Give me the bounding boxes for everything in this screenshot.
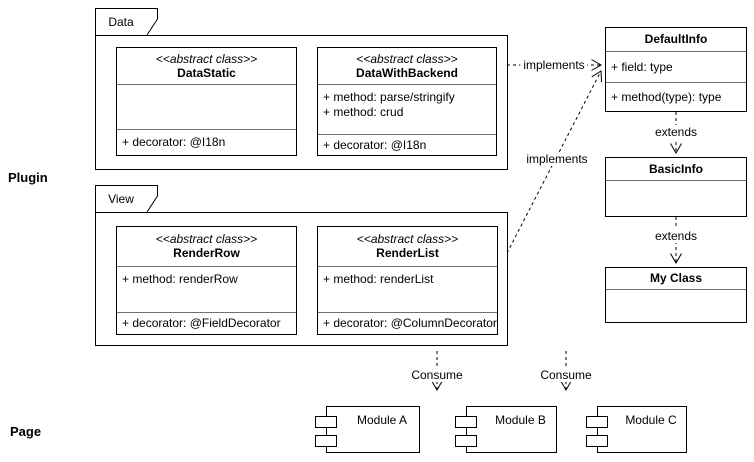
- component-port-icon: [455, 416, 477, 428]
- stereotype-label: <<abstract class>>: [155, 51, 258, 66]
- class-renderlist-decorator: + decorator: @ColumnDecorator: [318, 312, 497, 334]
- class-datawithbackend-header: <<abstract class>> DataWithBackend: [318, 48, 496, 84]
- attribute-text: + method: parse/stringify: [323, 90, 455, 104]
- class-name: My Class: [649, 271, 703, 285]
- class-basicinfo-body: [606, 180, 746, 216]
- edge-label-extends-myclass: extends: [651, 229, 701, 243]
- edge-label-consume-right: Consume: [537, 368, 595, 382]
- edge-label-extends-basicinfo: extends: [651, 125, 701, 139]
- class-myclass-header: My Class: [606, 268, 746, 289]
- view-package-tab-shape: [95, 185, 158, 213]
- class-name: DefaultInfo: [644, 32, 708, 46]
- class-name: RenderList: [376, 246, 439, 260]
- class-renderrow-methods: + method: renderRow: [117, 266, 296, 312]
- component-label: Module C: [625, 413, 677, 427]
- class-renderrow-header: <<abstract class>> RenderRow: [117, 227, 296, 266]
- component-port-icon: [315, 435, 337, 447]
- class-defaultinfo: DefaultInfo + field: type + method(type)…: [605, 27, 747, 112]
- component-port-icon: [315, 416, 337, 428]
- page-row-label: Page: [10, 424, 42, 439]
- class-datastatic-methods: [117, 84, 296, 129]
- class-renderlist-header: <<abstract class>> RenderList: [318, 227, 497, 266]
- class-datastatic-decorator: + decorator: @I18n: [117, 129, 296, 155]
- class-datawithbackend-methods: + method: parse/stringify + method: crud: [318, 84, 496, 134]
- attribute-text: + decorator: @ColumnDecorator: [323, 316, 497, 330]
- view-package-label: View: [108, 191, 134, 206]
- data-package-label: Data: [108, 14, 134, 29]
- class-renderlist: <<abstract class>> RenderList + method: …: [317, 226, 498, 335]
- class-name: BasicInfo: [648, 161, 703, 176]
- attribute-text: + method: renderRow: [122, 272, 238, 286]
- component-module-b: Module B: [455, 406, 557, 453]
- class-name: RenderRow: [173, 246, 240, 260]
- attribute-text: + decorator: @I18n: [323, 137, 427, 152]
- attribute-text: + method: renderList: [323, 272, 434, 286]
- class-name: DataWithBackend: [356, 65, 458, 80]
- class-defaultinfo-field: + field: type: [606, 51, 746, 82]
- component-module-a: Module A: [315, 406, 420, 453]
- attribute-text: + field: type: [611, 59, 673, 74]
- stereotype-label: <<abstract class>>: [356, 232, 459, 246]
- component-module-c: Module C: [586, 406, 687, 453]
- plugin-row-label: Plugin: [8, 170, 48, 185]
- class-datawithbackend: <<abstract class>> DataWithBackend + met…: [317, 47, 497, 156]
- edge-label-consume-left: Consume: [408, 368, 466, 382]
- class-renderrow: <<abstract class>> RenderRow + method: r…: [116, 226, 297, 335]
- class-renderrow-decorator: + decorator: @FieldDecorator: [117, 312, 296, 334]
- class-renderlist-methods: + method: renderList: [318, 266, 497, 312]
- class-myclass: My Class: [605, 267, 747, 323]
- component-port-icon: [586, 435, 608, 447]
- component-port-icon: [455, 435, 477, 447]
- class-myclass-body: [606, 289, 746, 322]
- attribute-text: + decorator: @FieldDecorator: [122, 316, 281, 330]
- stereotype-label: <<abstract class>>: [155, 232, 258, 246]
- attribute-text: + method(type): type: [611, 89, 722, 104]
- class-basicinfo: BasicInfo: [605, 157, 747, 217]
- class-datastatic-header: <<abstract class>> DataStatic: [117, 48, 296, 84]
- edge-label-implements-view: implements: [523, 152, 591, 166]
- class-defaultinfo-method: + method(type): type: [606, 82, 746, 111]
- class-defaultinfo-header: DefaultInfo: [606, 28, 746, 51]
- component-port-icon: [586, 416, 608, 428]
- component-label: Module B: [495, 413, 546, 427]
- component-label: Module A: [356, 413, 408, 427]
- class-name: DataStatic: [177, 65, 236, 80]
- attribute-text: + decorator: @I18n: [122, 135, 226, 149]
- class-basicinfo-header: BasicInfo: [606, 158, 746, 180]
- stereotype-label: <<abstract class>>: [356, 51, 458, 66]
- attribute-text: + method: crud: [323, 105, 404, 119]
- data-package-tab-shape: [95, 8, 158, 36]
- class-datawithbackend-decorator: + decorator: @I18n: [318, 134, 496, 155]
- edge-label-implements-data: implements: [520, 58, 588, 72]
- class-datastatic: <<abstract class>> DataStatic + decorato…: [116, 47, 297, 156]
